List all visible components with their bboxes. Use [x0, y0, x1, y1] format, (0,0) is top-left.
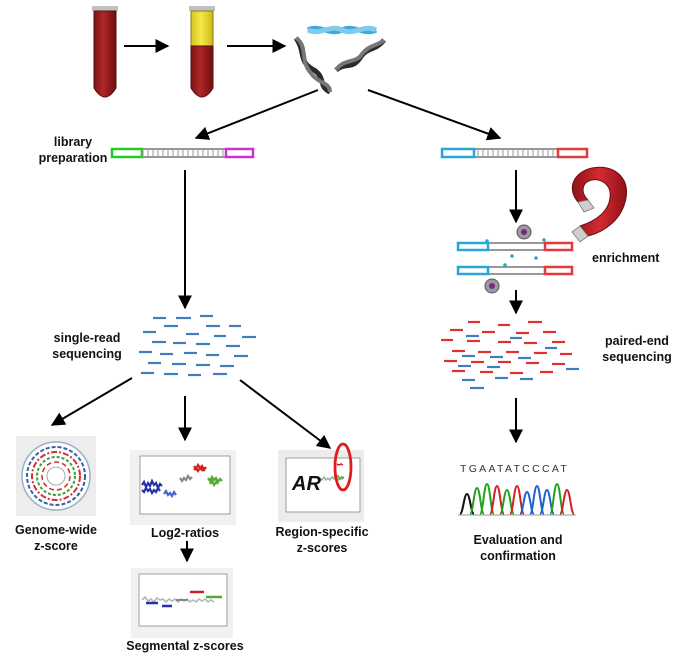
genome-wide-label: Genome-wide z-score	[15, 523, 97, 553]
ar-gene-label: AR	[291, 473, 321, 495]
single-read-reads	[139, 314, 256, 377]
log2-label: Log2-ratios	[150, 526, 220, 540]
arrow-to-genome-wide	[50, 377, 133, 426]
separated-tube-icon	[189, 6, 215, 98]
enrichment-label: enrichment	[592, 251, 660, 265]
evaluation-label: Evaluation and confirmation	[473, 533, 563, 563]
capture-probes-icon	[456, 224, 574, 294]
blood-tube-icon	[92, 6, 118, 98]
arrow-to-enrichment-branch	[367, 89, 502, 141]
log2-ratio-plot	[130, 450, 236, 525]
arrow-to-library	[194, 89, 319, 140]
sequence-text: TGAATATCCCAT	[460, 463, 569, 475]
log2-points	[141, 462, 223, 499]
segmental-plot	[131, 568, 233, 638]
highlight-circle	[333, 442, 353, 492]
region-specific-plot: AR	[278, 442, 364, 522]
library-fragment-icon	[110, 147, 255, 159]
chromatogram-plot: TGAATATCCCAT	[458, 458, 576, 518]
region-specific-label: Region-specific z-scores	[275, 525, 369, 555]
arrow-to-region-specific	[239, 379, 332, 449]
dna-fragments-icon	[293, 25, 386, 95]
single-read-label: single-read sequencing	[52, 331, 122, 361]
genome-wide-plot	[16, 436, 96, 516]
paired-end-label: paired-end sequencing	[602, 334, 672, 364]
enrichment-fragment-icon	[440, 147, 589, 159]
magnet-icon	[571, 166, 628, 243]
library-preparation-label: library preparation	[38, 135, 108, 165]
paired-end-reads	[441, 320, 579, 390]
segmental-label: Segmental z-scores	[126, 639, 244, 653]
